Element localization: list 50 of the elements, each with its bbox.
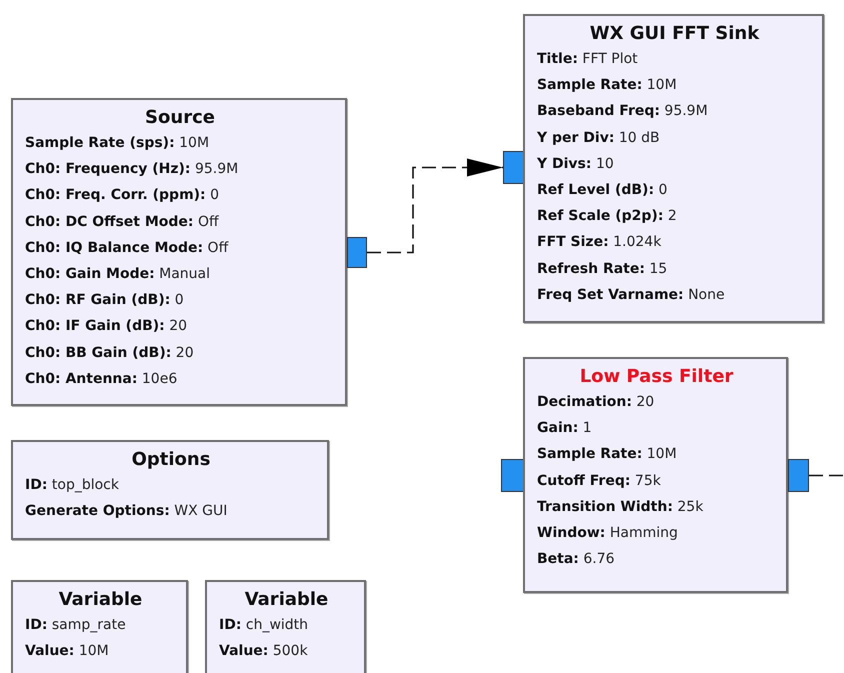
parameter-text: Gain: 1 xyxy=(537,419,593,438)
block-title: Options xyxy=(130,448,212,472)
block-title: WX GUI FFT Sink xyxy=(588,22,760,46)
parameter-text: Refresh Rate: 15 xyxy=(537,260,668,279)
block-title: Source xyxy=(144,106,216,130)
port-square xyxy=(788,459,809,492)
parameter-text: Ch0: IQ Balance Mode: Off xyxy=(25,238,230,258)
parameter-text: Beta: 6.76 xyxy=(537,550,616,570)
block-card xyxy=(11,98,347,406)
parameter-text: Sample Rate: 10M xyxy=(537,445,678,464)
parameter-text: Ch0: Freq. Corr. (ppm): 0 xyxy=(25,186,220,206)
parameter-text: Freq Set Varname: None xyxy=(537,286,726,305)
parameter-text: Ch0: BB Gain (dB): 20 xyxy=(25,344,195,363)
parameter-text: Y per Div: 10 dB xyxy=(537,128,661,148)
port-square xyxy=(501,459,524,492)
parameter-text: Ref Level (dB): 0 xyxy=(537,181,668,200)
parameter-text: Sample Rate: 10M xyxy=(537,76,678,96)
parameter-text: Ch0: Frequency (Hz): 95.9M xyxy=(25,160,240,180)
block-card xyxy=(205,580,366,673)
parameter-text: Value: 10M xyxy=(25,642,110,662)
parameter-text: ID: ch_width xyxy=(219,616,310,635)
parameter-text: Ch0: DC Offset Mode: Off xyxy=(25,212,220,232)
parameter-text: Sample Rate (sps): 10M xyxy=(25,134,210,153)
parameter-text: Decimation: 20 xyxy=(537,393,656,412)
parameter-text: FFT Size: 1.024k xyxy=(537,233,662,252)
parameter-text: Ref Scale (p2p): 2 xyxy=(537,207,678,226)
parameter-text: ID: top_block xyxy=(25,476,120,495)
parameter-text: Ch0: RF Gain (dB): 0 xyxy=(25,291,185,310)
parameter-text: Ch0: Gain Mode: Manual xyxy=(25,265,212,284)
connection-arrow xyxy=(367,158,503,254)
parameter-text: Value: 500k xyxy=(219,642,309,662)
parameter-text: Ch0: Antenna: 10e6 xyxy=(25,370,178,389)
parameter-text: Transition Width: 25k xyxy=(537,498,704,517)
block-card xyxy=(523,357,788,593)
parameter-text: Cutoff Freq: 75k xyxy=(537,472,662,491)
parameter-text: Baseband Freq: 95.9M xyxy=(537,102,709,122)
port-square xyxy=(347,237,367,268)
parameter-text: Y Divs: 10 xyxy=(537,154,615,174)
block-card xyxy=(11,580,188,673)
parameter-text: ID: samp_rate xyxy=(25,616,127,635)
parameter-text: Ch0: IF Gain (dB): 20 xyxy=(25,317,188,336)
block-card xyxy=(11,440,329,540)
port-square xyxy=(503,151,524,184)
parameter-text: Title: FFT Plot xyxy=(537,50,639,69)
block-title: Low Pass Filter xyxy=(578,365,734,389)
block-title: Variable xyxy=(58,588,144,612)
block-card xyxy=(523,14,824,323)
block-title: Variable xyxy=(244,588,330,612)
parameter-text: Generate Options: WX GUI xyxy=(25,502,228,522)
parameter-text: Window: Hamming xyxy=(537,524,679,544)
